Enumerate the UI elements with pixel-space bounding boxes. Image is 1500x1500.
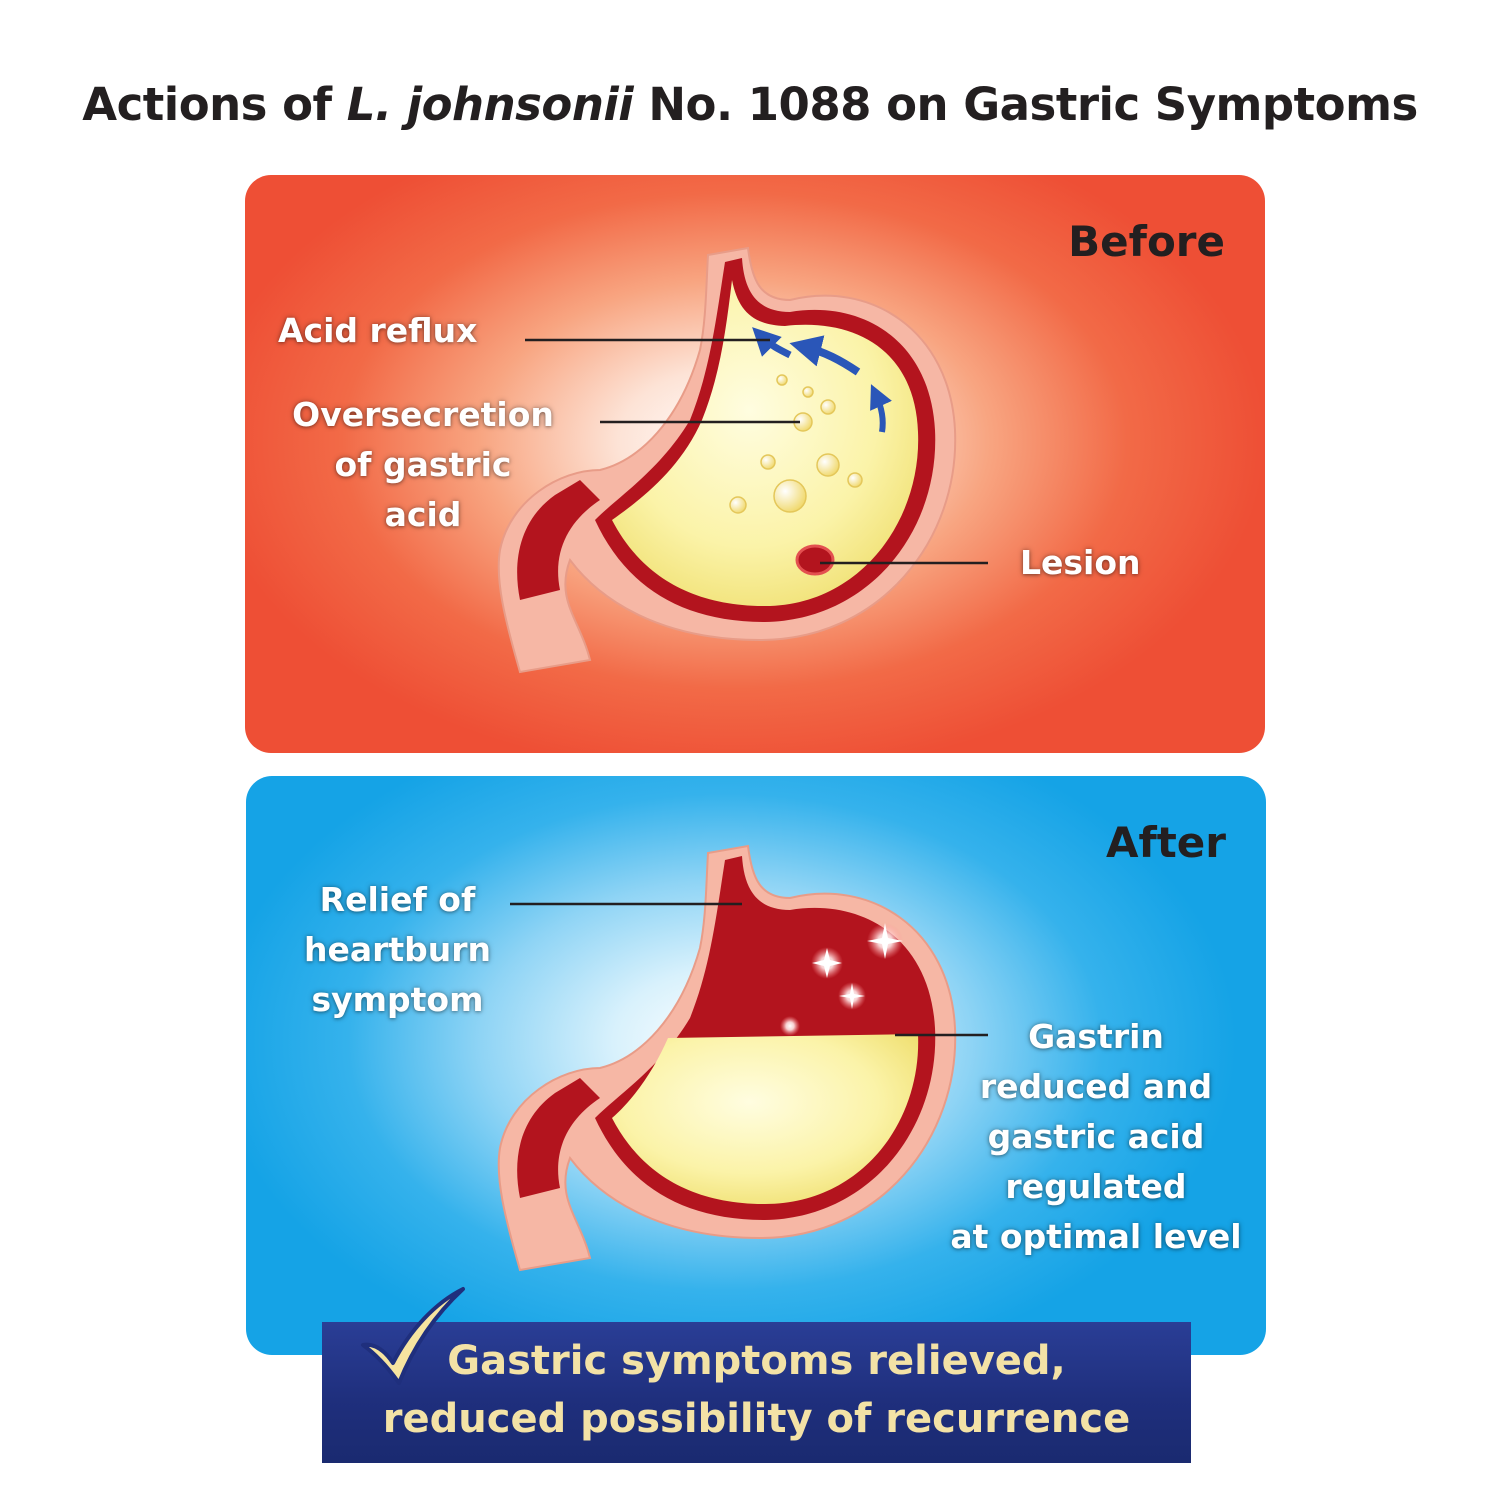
bubble [773, 479, 807, 513]
lesion-mark [795, 544, 835, 576]
duodenum-wall [517, 480, 600, 600]
label-relief-line: heartburn [303, 930, 492, 969]
label-relief: Relief of heartburn symptom [300, 875, 495, 1025]
before-panel: Before [245, 175, 1265, 753]
label-gastrin-line: Gastrin [1028, 1017, 1164, 1056]
reflux-arrow [870, 384, 892, 433]
after-label: After [1105, 818, 1226, 867]
label-relief-line: symptom [311, 980, 484, 1019]
label-oversecretion-line: of gastric [334, 445, 512, 484]
gastric-acid-regulated [612, 1034, 919, 1204]
label-oversecretion-line: Oversecretion [292, 395, 554, 434]
bubble [776, 374, 788, 386]
banner-line-2: reduced possibility of recurrence [382, 1396, 1131, 1442]
label-oversecretion-line: acid [384, 495, 462, 534]
page-title: Actions of L. johnsonii No. 1088 on Gast… [0, 78, 1500, 131]
label-gastrin-line: gastric acid [987, 1117, 1205, 1156]
title-suffix: No. 1088 on Gastric Symptoms [648, 78, 1418, 131]
title-prefix: Actions of [82, 78, 332, 131]
label-gastrin-line: at optimal level [950, 1217, 1242, 1256]
after-stomach [497, 844, 988, 1272]
label-acid-reflux: Acid reflux [278, 311, 478, 350]
sparkles [780, 923, 903, 1036]
bubble [847, 472, 863, 488]
bubble [820, 399, 836, 415]
checkmark-icon [361, 1287, 465, 1385]
bubble [729, 496, 747, 514]
before-label: Before [1068, 217, 1225, 266]
before-stomach [497, 246, 988, 674]
label-gastrin-line: reduced and [979, 1067, 1213, 1106]
reflux-arrow [789, 335, 861, 376]
label-lesion: Lesion [1020, 543, 1141, 582]
bubble [760, 454, 776, 470]
duodenum-wall [517, 1078, 600, 1198]
result-banner: Gastric symptoms relieved, reduced possi… [322, 1322, 1191, 1463]
banner-line-1: Gastric symptoms relieved, [447, 1338, 1066, 1384]
title-species: L. johnsonii [346, 78, 634, 131]
label-relief-line: Relief of [319, 880, 476, 919]
bubble [802, 386, 814, 398]
bubble [816, 453, 840, 477]
label-oversecretion: Oversecretion of gastric acid [268, 390, 578, 540]
label-gastrin-line: regulated [1005, 1167, 1187, 1206]
label-gastrin: Gastrin reduced and gastric acid regulat… [945, 1012, 1247, 1262]
